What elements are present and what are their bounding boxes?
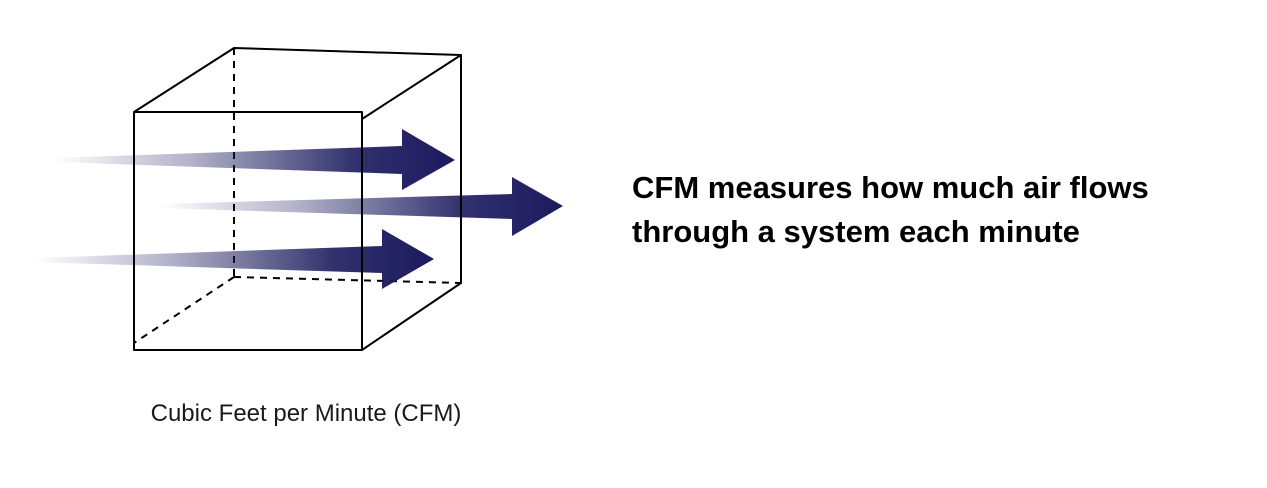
cube-front-face bbox=[133, 111, 363, 351]
cube-top-face bbox=[133, 47, 462, 120]
cfm-statement: CFM measures how much air flows through … bbox=[632, 166, 1252, 254]
airflow-arrow-bottom bbox=[35, 229, 434, 289]
diagram-caption: Cubic Feet per Minute (CFM) bbox=[150, 400, 462, 427]
cube-visible-edges bbox=[133, 47, 462, 351]
airflow-arrows bbox=[35, 129, 563, 289]
cube-hidden-edges bbox=[133, 48, 462, 344]
cube-hidden-edge-bottom bbox=[233, 276, 462, 284]
statement-line: CFM measures how much air flows bbox=[632, 170, 1149, 205]
statement-line: through a system each minute bbox=[632, 214, 1080, 249]
cube-hidden-edge-diagonal bbox=[133, 276, 235, 344]
airflow-arrow-top bbox=[55, 129, 455, 190]
cube-right-face bbox=[361, 55, 462, 351]
